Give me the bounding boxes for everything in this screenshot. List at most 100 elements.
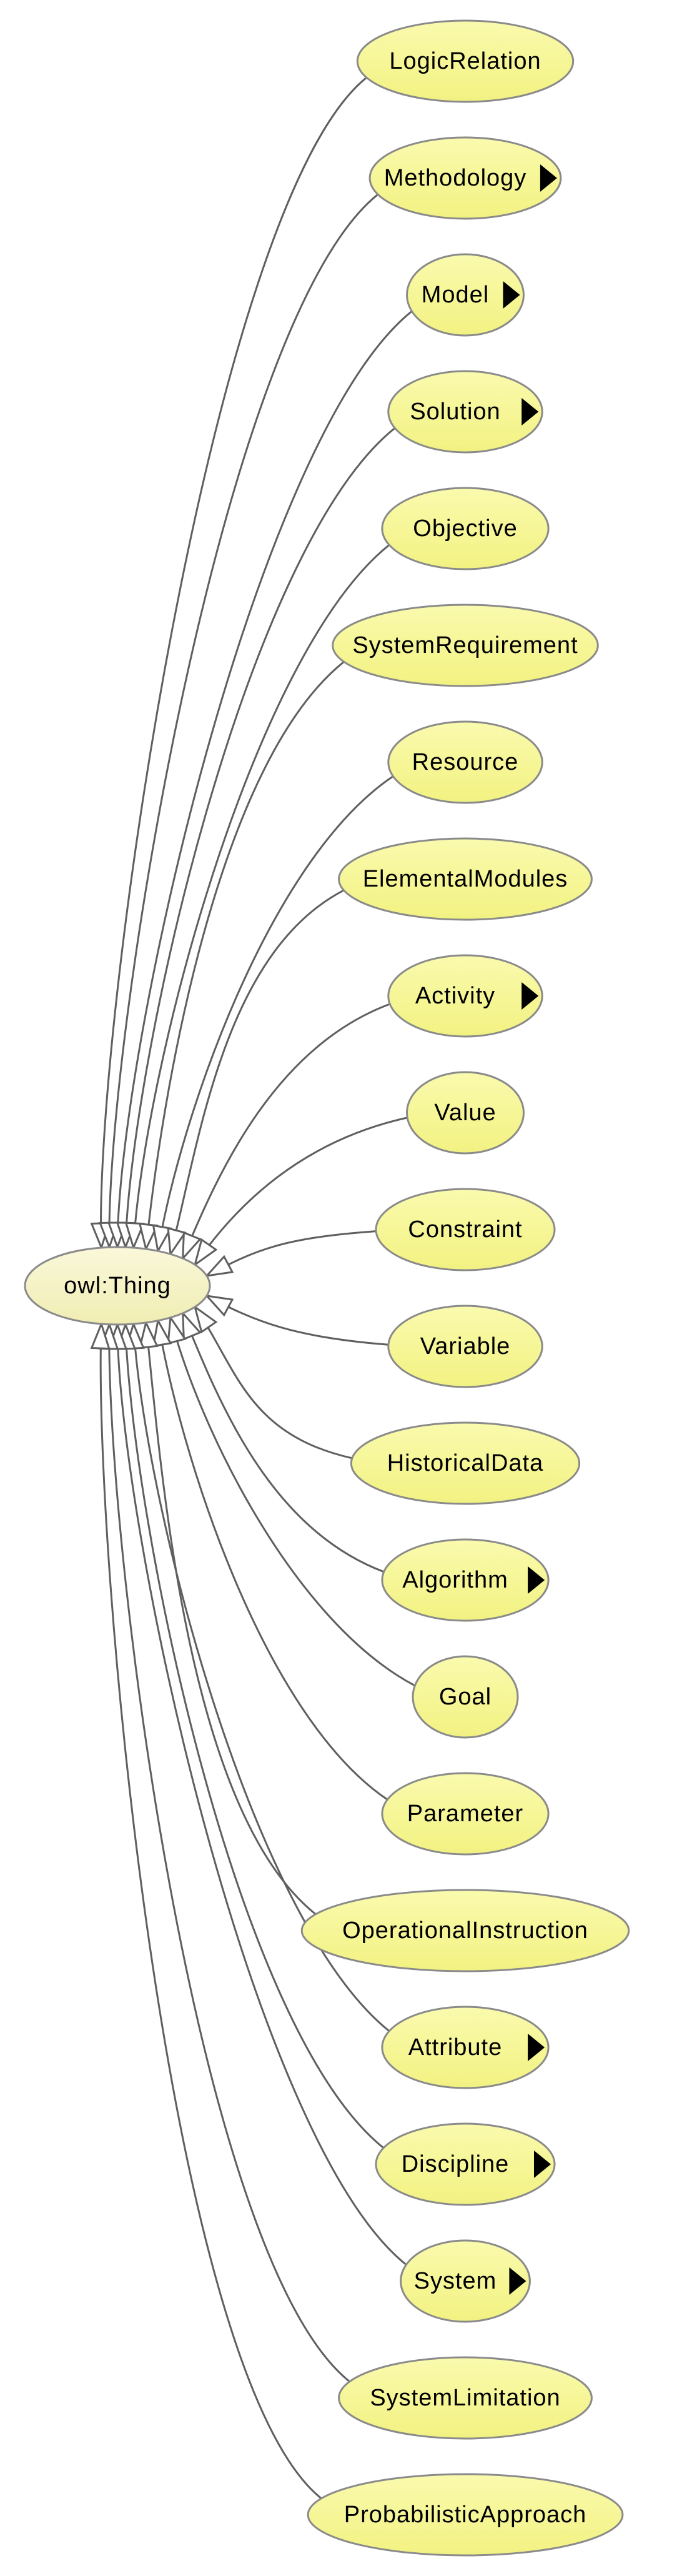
class-node-system-ellipse[interactable] [400,2239,531,2323]
subclass-edge-historical-data [195,1307,353,1460]
class-node-constraint-label: Constraint [408,1216,522,1243]
class-node-system-requirement-ellipse[interactable] [332,604,599,687]
class-node-variable-label: Variable [420,1333,511,1360]
class-node-model-label: Model [422,282,490,308]
subclass-edge-constraint [207,1230,377,1276]
class-node-solution-expand-triangle-icon[interactable] [521,398,539,425]
subclass-edge-algorithm [183,1313,385,1573]
subclass-edge-system-requirement [146,661,345,1249]
class-node-objective[interactable]: Objective [381,487,550,570]
class-node-algorithm-ellipse[interactable] [381,1538,550,1622]
nodes-layer: LogicRelationMethodologyModelSolutionObj… [24,19,630,2557]
subclass-edge-system-limitation [109,1325,350,2382]
subclass-edge-model [117,311,413,1247]
class-node-operational-instruction[interactable]: OperationalInstruction [300,1889,630,1972]
subclass-edge-system [117,1325,407,2265]
subclass-edge-probabilistic-approach [101,1324,322,2499]
class-node-discipline-ellipse[interactable] [375,2122,556,2206]
class-node-goal-ellipse[interactable] [412,1655,519,1739]
class-node-attribute-expand-triangle-icon[interactable] [528,2034,545,2061]
class-node-resource-label: Resource [412,749,519,775]
class-node-system-label: System [414,2268,497,2294]
subclass-edge-parameter [158,1321,388,1801]
class-node-goal-label: Goal [439,1684,492,1710]
class-node-attribute-ellipse[interactable] [381,2006,550,2089]
class-node-historical-data-label: HistoricalData [387,1450,544,1476]
subclass-edge-attribute [134,1324,390,2032]
class-node-activity-label: Activity [415,983,495,1009]
class-node-activity[interactable]: Activity [387,954,543,1038]
class-node-system-limitation-ellipse[interactable] [338,2356,593,2440]
class-node-variable-ellipse[interactable] [387,1305,543,1388]
class-node-model-expand-triangle-icon[interactable] [503,281,520,309]
class-node-probabilistic-approach-ellipse[interactable] [307,2473,624,2557]
class-node-probabilistic-approach[interactable]: ProbabilisticApproach [307,2473,624,2557]
class-node-logic-relation[interactable]: LogicRelation [356,19,575,103]
class-node-model-ellipse[interactable] [406,253,525,337]
class-node-historical-data[interactable]: HistoricalData [350,1421,581,1505]
class-node-solution-ellipse[interactable] [387,370,543,454]
subclass-edge-operational-instruction [146,1323,317,1915]
class-node-methodology-ellipse[interactable] [368,136,562,220]
class-node-methodology-expand-triangle-icon[interactable] [540,164,557,192]
class-node-discipline[interactable]: Discipline [375,2122,556,2206]
class-node-system[interactable]: System [400,2239,531,2323]
subclass-edge-value [195,1116,408,1265]
subclass-edge-activity [183,1003,390,1258]
class-node-system-requirement[interactable]: SystemRequirement [332,604,599,687]
class-node-model[interactable]: Model [406,253,525,337]
class-node-goal[interactable]: Goal [412,1655,519,1739]
class-node-logic-relation-ellipse[interactable] [356,19,575,103]
class-node-activity-ellipse[interactable] [387,954,543,1038]
class-node-parameter-ellipse[interactable] [381,1772,550,1856]
class-node-discipline-label: Discipline [402,2151,510,2177]
class-node-system-limitation[interactable]: SystemLimitation [338,2356,593,2440]
class-node-methodology-label: Methodology [384,165,527,191]
class-node-solution[interactable]: Solution [387,370,543,454]
class-node-elemental-modules-ellipse[interactable] [338,837,593,921]
class-node-attribute-label: Attribute [408,2034,503,2061]
class-node-activity-expand-triangle-icon[interactable] [521,982,539,1010]
class-node-logic-relation-label: LogicRelation [389,48,541,74]
subclass-edge-goal [170,1318,416,1687]
class-node-objective-label: Objective [413,515,517,542]
class-node-constraint[interactable]: Constraint [375,1188,556,1271]
class-node-operational-instruction-label: OperationalInstruction [342,1917,588,1944]
class-node-objective-ellipse[interactable] [381,487,550,570]
subclass-edge-solution [126,427,396,1247]
class-node-historical-data-ellipse[interactable] [350,1421,581,1505]
class-node-probabilistic-approach-label: ProbabilisticApproach [344,2502,587,2528]
subclass-edge-methodology [109,194,378,1247]
class-node-attribute[interactable]: Attribute [381,2006,550,2089]
edges-layer [101,77,416,2499]
class-node-solution-label: Solution [410,399,500,425]
subclass-edge-logic-relation [101,77,367,1248]
class-node-operational-instruction-ellipse[interactable] [300,1889,630,1972]
class-node-algorithm-label: Algorithm [402,1567,508,1593]
class-node-resource[interactable]: Resource [387,720,543,804]
subclass-edge-elemental-modules [170,889,345,1254]
subclass-edge-discipline [126,1325,385,2149]
class-node-discipline-expand-triangle-icon[interactable] [534,2151,551,2178]
subclass-edge-objective [134,544,390,1248]
class-node-methodology[interactable]: Methodology [368,136,562,220]
class-node-elemental-modules[interactable]: ElementalModules [338,837,593,921]
class-node-system-requirement-label: SystemRequirement [352,632,578,659]
subclass-edge-variable [207,1296,389,1346]
class-node-elemental-modules-label: ElementalModules [363,866,568,892]
class-node-constraint-ellipse[interactable] [375,1188,556,1271]
root-node-owl-thing[interactable]: owl:Thing [24,1246,211,1326]
root-node-owl-thing-ellipse[interactable] [24,1246,211,1326]
class-node-resource-ellipse[interactable] [387,720,543,804]
class-node-parameter[interactable]: Parameter [381,1772,550,1856]
class-node-value-ellipse[interactable] [406,1071,525,1155]
class-node-algorithm-expand-triangle-icon[interactable] [528,1566,545,1594]
class-node-value[interactable]: Value [406,1071,525,1155]
subclass-edge-resource [158,775,394,1251]
class-node-variable[interactable]: Variable [387,1305,543,1388]
class-node-algorithm[interactable]: Algorithm [381,1538,550,1622]
class-node-parameter-label: Parameter [407,1801,523,1827]
class-node-system-expand-triangle-icon[interactable] [509,2267,526,2295]
